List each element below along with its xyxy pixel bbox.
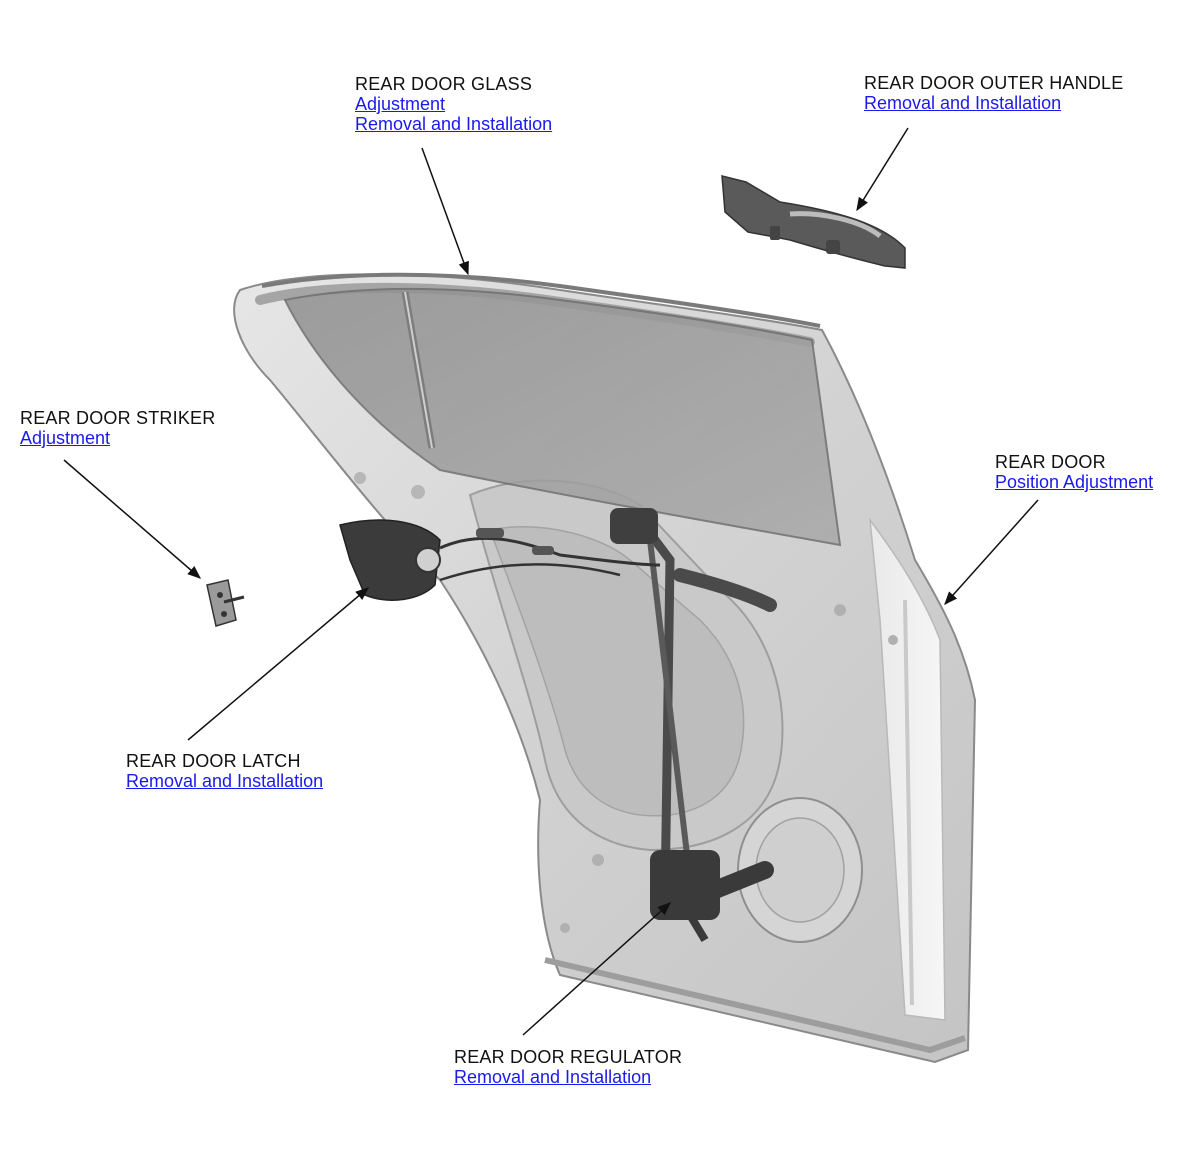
rear-door-regulator-removal-link[interactable]: Removal and Installation [454, 1067, 652, 1087]
leader-lines [63, 127, 1039, 1036]
rear-door-outer-handle [721, 175, 906, 269]
rear-door-glass-adjustment-link[interactable]: Adjustment [355, 94, 446, 114]
callout-rear-door-regulator: REAR DOOR REGULATOR Removal and Installa… [454, 1047, 682, 1087]
rear-door-striker-title: REAR DOOR STRIKER [20, 408, 216, 428]
leader-outer-handle [856, 127, 909, 212]
callout-rear-door: REAR DOOR Position Adjustment [995, 452, 1153, 492]
rear-door-outer-handle-removal-link[interactable]: Removal and Installation [864, 93, 1062, 113]
rear-door-latch-removal-link[interactable]: Removal and Installation [126, 771, 324, 791]
callout-rear-door-outer-handle: REAR DOOR OUTER HANDLE Removal and Insta… [864, 73, 1123, 113]
rear-door-glass-removal-link[interactable]: Removal and Installation [355, 114, 553, 134]
rear-door-outer-handle-title: REAR DOOR OUTER HANDLE [864, 73, 1124, 93]
callout-rear-door-latch: REAR DOOR LATCH Removal and Installation [126, 751, 323, 791]
rear-door-glass [261, 272, 842, 547]
rear-door-regulator-title: REAR DOOR REGULATOR [454, 1047, 683, 1067]
leader-latch [187, 587, 370, 741]
leader-door [944, 499, 1039, 606]
rear-door-latch-title: REAR DOOR LATCH [126, 751, 301, 771]
callout-rear-door-striker: REAR DOOR STRIKER Adjustment [20, 408, 215, 448]
rear-door-striker-adjustment-link[interactable]: Adjustment [20, 428, 111, 448]
leader-regulator [522, 902, 672, 1036]
rear-door-position-adjustment-link[interactable]: Position Adjustment [995, 472, 1154, 492]
rear-door-glass-title: REAR DOOR GLASS [355, 74, 533, 94]
rear-door-striker [206, 579, 245, 627]
leader-striker [63, 459, 202, 579]
callout-rear-door-glass: REAR DOOR GLASS Adjustment Removal and I… [355, 74, 552, 134]
rear-door-title: REAR DOOR [995, 452, 1106, 472]
leader-glass [421, 147, 469, 276]
rear-door-latch [339, 519, 661, 601]
